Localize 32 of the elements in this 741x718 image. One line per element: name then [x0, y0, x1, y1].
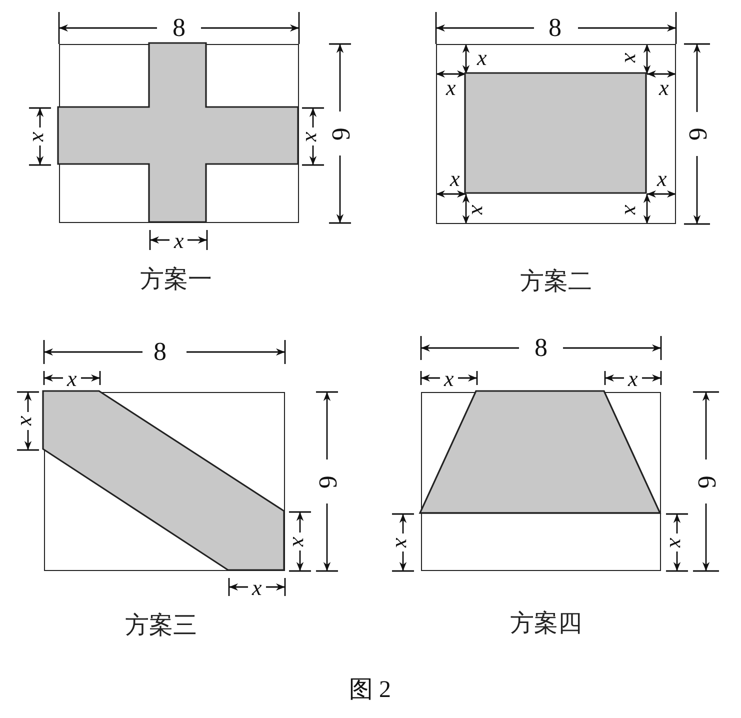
figure-caption: 方案三: [125, 612, 197, 641]
dimension-label: 6: [329, 128, 351, 140]
dimension-label: x: [468, 205, 490, 215]
dimension-label: x: [450, 168, 460, 190]
figure-caption: 方案二: [520, 268, 592, 297]
dimension-label: x: [620, 53, 643, 63]
dimension-label: x: [477, 47, 487, 69]
dimension-label: x: [666, 538, 688, 548]
dimension-label: 6: [316, 476, 338, 488]
figure-caption: 方案一: [140, 266, 212, 295]
dimension-label: x: [444, 368, 454, 390]
dimension-label: 8: [534, 337, 548, 359]
dimension-label: 8: [154, 341, 166, 363]
dimension-label: 6: [686, 128, 708, 140]
dimension-label: x: [659, 77, 669, 99]
dimension-label: x: [16, 416, 39, 426]
dimension-label: x: [252, 577, 262, 599]
dimension-label: 8: [548, 17, 562, 39]
dimension-label: x: [67, 368, 77, 390]
dimension-label: x: [174, 230, 184, 252]
dimension-label: x: [620, 205, 643, 215]
dimension-label: x: [302, 132, 324, 142]
dimension-label: x: [446, 77, 456, 99]
dimension-label: x: [288, 537, 311, 547]
dimension-label: 6: [695, 476, 717, 488]
figure-caption: 图 2: [349, 679, 391, 701]
dimension-label: x: [628, 368, 638, 390]
dimension-label: 8: [172, 17, 186, 39]
dimension-label: x: [657, 168, 667, 190]
dimension-label: x: [392, 538, 414, 548]
dimension-label: x: [28, 132, 51, 142]
figure-caption: 方案四: [510, 610, 582, 639]
